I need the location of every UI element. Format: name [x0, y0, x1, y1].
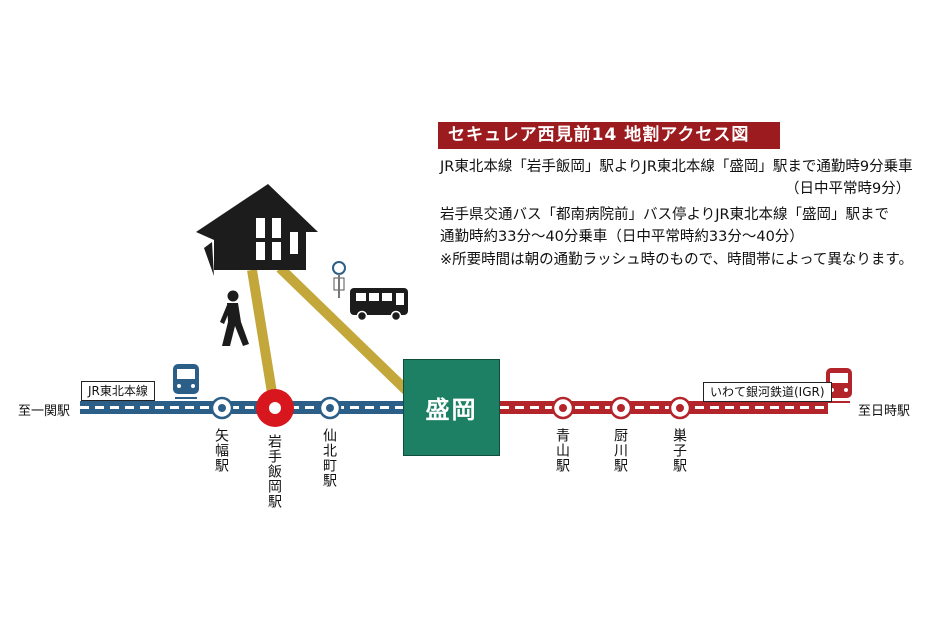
left-destination: 至一関駅: [18, 404, 71, 419]
station-marker-aoyama: [551, 396, 575, 420]
station-marker-sugo: [668, 396, 692, 420]
note-line-5: ※所要時間は朝の通勤ラッシュ時のもので、時間帯によって異なります。: [440, 252, 913, 268]
station-marker-kuriyagawa: [609, 396, 633, 420]
house-icon: [196, 184, 318, 276]
igr-line: [500, 401, 828, 414]
note-line-4: 通勤時約33分～40分乗車（日中平常時約33分～40分）: [440, 229, 804, 245]
station-label-iwate-iioka: 岩手飯岡駅: [266, 434, 282, 509]
station-marker-senbokucho: [318, 396, 342, 420]
walking-person-icon: [220, 290, 249, 346]
station-label-senbokucho: 仙北町駅: [321, 428, 337, 488]
igr-train-icon: [826, 368, 852, 403]
morioka-hub: 盛岡: [403, 359, 500, 456]
station-label-aoyama: 青山駅: [554, 428, 570, 473]
jr-train-icon: [173, 364, 199, 399]
station-marker-yahaba: [210, 396, 234, 420]
bus-route-line: [276, 264, 412, 396]
note-line-1: JR東北本線「岩手飯岡」駅よりJR東北本線「盛岡」駅まで通勤時9分乗車: [440, 159, 913, 175]
right-destination: 至日時駅: [858, 404, 911, 419]
station-marker-iwate-iioka: [256, 389, 294, 427]
station-label-kuriyagawa: 厨川駅: [612, 428, 628, 473]
map-title: セキュレア西見前14 地割アクセス図: [438, 122, 780, 149]
jr-line-label: JR東北本線: [81, 381, 155, 401]
station-label-sugo: 巣子駅: [671, 428, 687, 473]
jr-line: [80, 401, 405, 414]
bus-stop-icon: [332, 261, 346, 298]
walk-route-line: [247, 269, 279, 406]
station-label-yahaba: 矢幅駅: [213, 428, 229, 473]
note-line-2: （日中平常時9分）: [785, 181, 911, 197]
igr-line-label: いわて銀河鉄道(IGR): [703, 382, 832, 402]
note-line-3: 岩手県交通バス「都南病院前」バス停よりJR東北本線「盛岡」駅まで: [440, 207, 890, 223]
bus-icon: [350, 288, 408, 322]
